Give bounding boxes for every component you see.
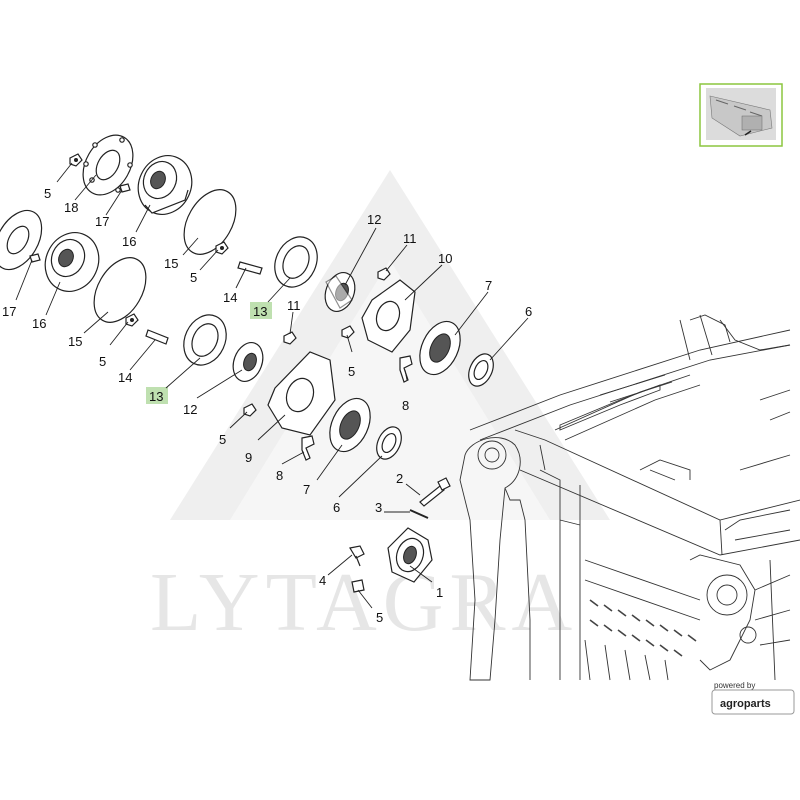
callout-13: 13 [253,304,267,319]
seal-ring-13b [183,314,227,366]
nut-part-5c [125,313,139,327]
watermark-text: LYTAGRA [150,556,578,649]
seal-ring-13a [274,236,318,288]
callout-14: 14 [118,370,132,385]
callout-11: 11 [287,298,301,313]
callout-17: 17 [2,304,16,319]
seal-part-6a [468,353,494,387]
pin-part-17b [29,253,41,263]
nut-part-11a [377,267,391,281]
callout-7: 7 [485,278,492,293]
o-ring-15a [183,189,237,255]
callout-14: 14 [223,290,237,305]
bearing-unit-1 [387,527,433,583]
callout-16: 16 [122,234,136,249]
o-ring-15b [93,257,147,323]
bearing-housing-16a [137,155,193,215]
bearing-housing-16b [44,232,100,292]
agroparts-badge[interactable]: powered by agroparts [711,681,795,715]
callout-2: 2 [396,471,403,486]
pin-part-14b [145,329,169,345]
nut-part-5e [243,403,257,417]
callout-5: 5 [348,364,355,379]
nut-part-5a [69,153,83,167]
flange-plate-9 [267,351,336,436]
bearing-disc-7b [329,397,371,453]
flange-plate-left [0,209,43,271]
callout-18: 18 [64,200,78,215]
badge-powered-by: powered by [714,681,755,690]
machine-frame [459,314,800,681]
pin-part-17a [119,183,131,193]
callout-labels: 5 18 17 16 15 17 16 15 5 14 5 14 13 13 1… [2,186,532,625]
callout-16: 16 [32,316,46,331]
bearing-part-12a [324,272,356,312]
bolt-part-8b [301,435,315,461]
bolt-part-2 [419,477,451,507]
callout-8: 8 [402,398,409,413]
callout-17: 17 [95,214,109,229]
callout-12: 12 [183,402,197,417]
highlight-13-upper [250,302,272,319]
badge-brand: agroparts [720,698,771,710]
callout-4: 4 [319,573,326,588]
grease-nipple-3 [409,509,429,519]
bolt-part-4 [349,545,365,567]
callout-15: 15 [68,334,82,349]
pin-part-14a [237,261,263,275]
parts [0,134,494,593]
callout-10: 10 [438,251,452,266]
callout-5: 5 [219,432,226,447]
callout-1: 1 [436,585,443,600]
callout-9: 9 [245,450,252,465]
flange-plate-10 [361,279,416,353]
flange-plate-18 [82,134,134,196]
callout-12: 12 [367,212,381,227]
callout-5: 5 [190,270,197,285]
callout-5: 5 [99,354,106,369]
seal-part-6b [376,426,402,460]
callout-7: 7 [303,482,310,497]
bearing-disc-7a [419,320,461,376]
nut-part-11b [283,331,297,345]
callout-15: 15 [164,256,178,271]
nut-part-5f [351,579,365,593]
highlight-13-lower [146,387,168,404]
callout-5: 5 [376,610,383,625]
callout-3: 3 [375,500,382,515]
callout-8: 8 [276,468,283,483]
callout-5: 5 [44,186,51,201]
nut-part-5b [215,241,229,255]
overview-thumbnail[interactable] [699,83,783,147]
bearing-part-12b [232,342,264,382]
callout-13: 13 [149,389,163,404]
callout-6: 6 [525,304,532,319]
callout-11: 11 [403,231,417,246]
leader-lines [15,162,529,609]
callout-6: 6 [333,500,340,515]
nut-part-5d [341,325,355,339]
